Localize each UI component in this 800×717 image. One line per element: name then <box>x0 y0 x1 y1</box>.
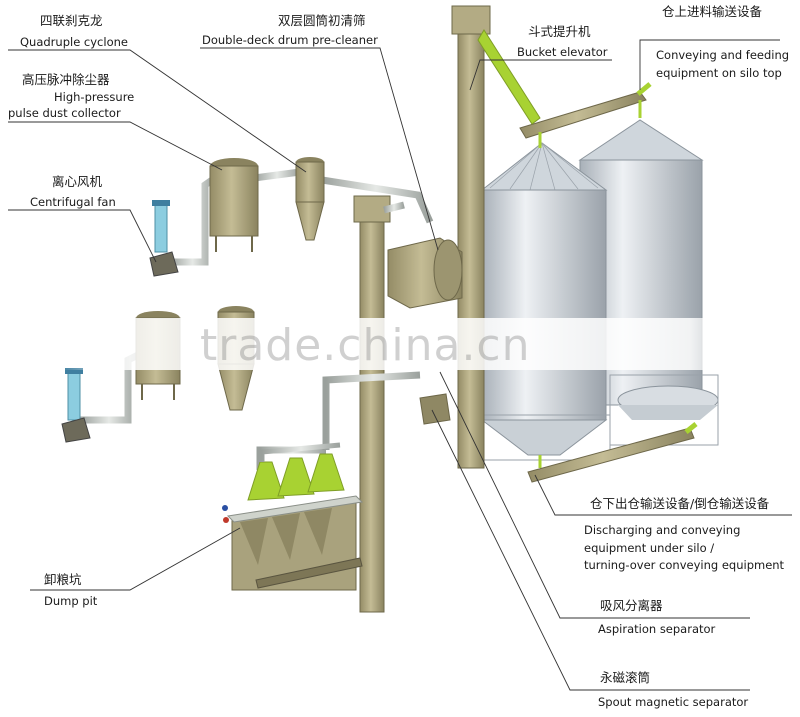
leader-lines <box>8 39 792 691</box>
label-aspiration-separator-cn: 吸风分离器 <box>600 598 663 613</box>
label-dump-pit-en: Dump pit <box>44 594 98 608</box>
drum-pre-cleaner <box>387 237 463 425</box>
quadruple-cyclone-upper <box>295 157 325 241</box>
label-discharging-conveyor-cn: 仓下出仓输送设备/倒仓输送设备 <box>590 496 770 511</box>
under-silo-conveyor <box>527 422 698 483</box>
centrifugal-fan-lower <box>61 368 91 443</box>
label-discharging-conveyor-en3: turning-over conveying equipment <box>584 558 785 572</box>
silo-left <box>477 142 611 468</box>
label-silo-top-conveyor-cn: 仓上进料输送设备 <box>662 4 763 19</box>
label-silo-top-conveyor-en2: equipment on silo top <box>656 66 782 80</box>
silo-top-conveyor <box>519 82 652 148</box>
label-magnetic-separator-cn: 永磁滚筒 <box>600 670 651 685</box>
label-bucket-elevator-en: Bucket elevator <box>517 45 608 59</box>
pulse-dust-collector-upper <box>209 158 259 252</box>
label-discharging-conveyor-en1: Discharging and conveying <box>584 523 741 537</box>
label-quadruple-cyclone-cn: 四联刹克龙 <box>40 13 103 28</box>
watermark-band <box>60 318 760 370</box>
centrifugal-fan-upper <box>149 200 179 277</box>
label-pulse-dust-collector-en2: pulse dust collector <box>8 106 121 120</box>
label-quadruple-cyclone-en: Quadruple cyclone <box>20 35 128 49</box>
label-silo-top-conveyor-en1: Conveying and feeding <box>656 48 790 62</box>
label-drum-pre-cleaner-en: Double-deck drum pre-cleaner <box>202 33 378 47</box>
label-pulse-dust-collector-cn: 高压脉冲除尘器 <box>22 72 110 87</box>
label-pulse-dust-collector-en1: High-pressure <box>54 90 135 104</box>
bucket-elevator-main <box>451 5 541 469</box>
label-dump-pit-cn: 卸粮坑 <box>44 572 82 587</box>
label-drum-pre-cleaner-cn: 双层圆筒初清筛 <box>278 13 366 28</box>
label-bucket-elevator-cn: 斗式提升机 <box>528 24 591 39</box>
bucket-elevator-secondary <box>353 195 391 613</box>
label-aspiration-separator-en: Aspiration separator <box>598 622 716 636</box>
label-centrifugal-fan-cn: 离心风机 <box>52 174 103 189</box>
label-discharging-conveyor-en2: equipment under silo / <box>584 541 715 555</box>
dump-pit <box>222 442 364 591</box>
label-centrifugal-fan-en: Centrifugal fan <box>30 195 116 209</box>
watermark-text: trade.china.cn <box>200 320 531 371</box>
label-magnetic-separator-en: Spout magnetic separator <box>598 695 749 709</box>
